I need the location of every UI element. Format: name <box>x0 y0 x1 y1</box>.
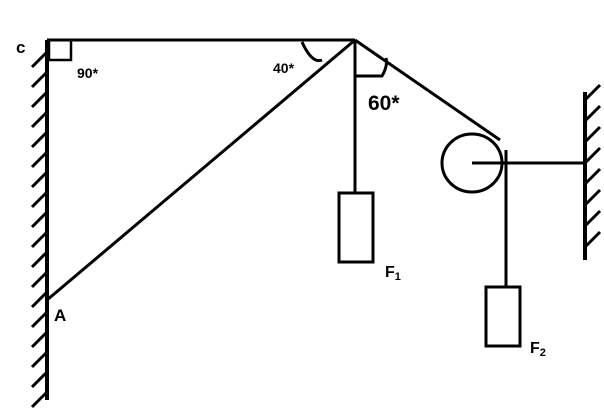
weight-f1 <box>337 191 375 264</box>
hatch-mark <box>30 150 49 169</box>
left-wall-hatching <box>30 50 49 409</box>
rope-to-pulley <box>354 38 501 142</box>
label-point-a: A <box>54 306 66 325</box>
hatch-mark <box>30 330 49 349</box>
hatch-mark <box>583 146 602 165</box>
hatch-mark <box>30 310 49 329</box>
hatch-mark <box>30 50 49 69</box>
hatch-mark <box>30 110 49 129</box>
weight-f2 <box>484 285 522 348</box>
hatch-mark <box>30 70 49 89</box>
hatch-mark <box>30 90 49 109</box>
label-force-f2-main: F <box>530 340 540 357</box>
hatch-mark <box>30 230 49 249</box>
diagonal-strut <box>46 38 356 302</box>
hatch-mark <box>30 210 49 229</box>
hatch-mark <box>583 209 602 228</box>
hatch-mark <box>583 125 602 144</box>
label-angle-60: 60* <box>368 92 400 115</box>
hatch-mark <box>30 270 49 289</box>
hatch-mark <box>30 170 49 189</box>
label-angle-40: 40* <box>273 60 295 76</box>
hatch-mark <box>30 350 49 369</box>
angle-arc-40 <box>300 41 323 63</box>
hatch-mark <box>30 390 49 409</box>
right-wall <box>583 83 602 260</box>
label-force-f2: F2 <box>530 340 546 359</box>
label-force-f2-sub: 2 <box>540 347 546 359</box>
label-force-f1-sub: 1 <box>395 271 401 283</box>
label-force-f1-main: F <box>385 264 395 281</box>
hatch-mark <box>583 167 602 186</box>
hatch-mark <box>583 83 602 102</box>
hatch-mark <box>30 190 49 209</box>
hatch-mark <box>30 370 49 389</box>
hatch-mark <box>583 104 602 123</box>
angle-arc-60 <box>356 57 388 78</box>
right-angle-marker <box>47 38 73 62</box>
hatch-mark <box>583 230 602 249</box>
hatch-mark <box>30 290 49 309</box>
label-angle-90: 90* <box>77 65 99 81</box>
left-wall <box>30 40 49 409</box>
hatch-mark <box>30 250 49 269</box>
label-force-f1: F1 <box>385 264 401 283</box>
right-wall-hatching <box>583 83 602 249</box>
hatch-mark <box>30 130 49 149</box>
hatch-mark <box>583 188 602 207</box>
label-point-c: c <box>16 38 25 57</box>
